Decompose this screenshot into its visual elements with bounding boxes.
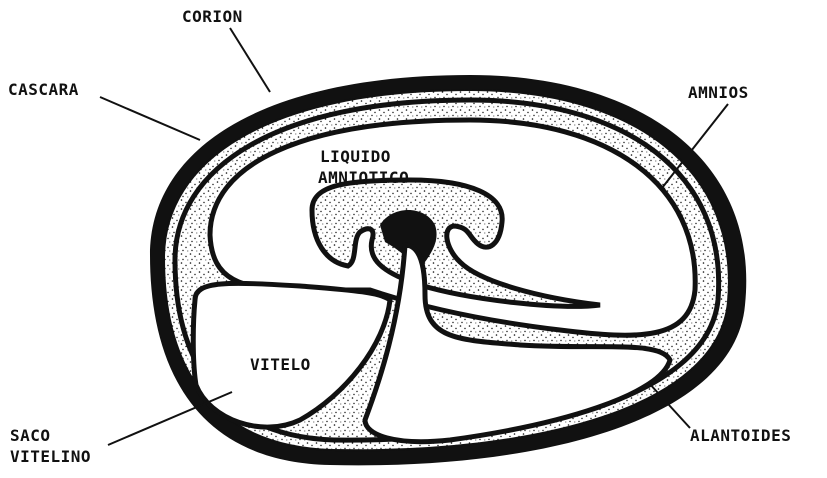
- label-corion: CORION: [182, 7, 243, 26]
- label-vitelo: VITELO: [250, 355, 311, 374]
- label-vitelino: VITELINO: [10, 447, 91, 466]
- label-cascara: CASCARA: [8, 80, 79, 99]
- label-amnios: AMNIOS: [688, 83, 749, 102]
- label-amniotico: AMNIOTICO: [318, 168, 409, 187]
- leader-cascara: [100, 97, 200, 140]
- label-alantoides: ALANTOIDES: [690, 426, 791, 445]
- label-saco: SACO: [10, 426, 51, 445]
- label-liquido: LIQUIDO: [320, 147, 391, 166]
- leader-corion: [230, 28, 270, 92]
